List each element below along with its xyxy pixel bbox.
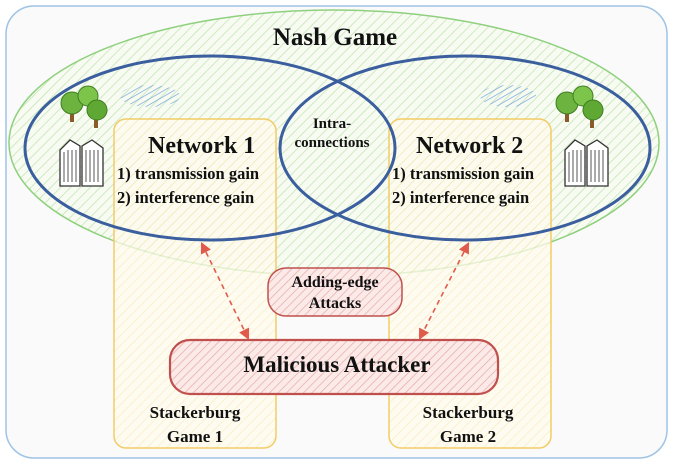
- intra-connections-label: Intra- connections: [282, 115, 382, 153]
- network-1-gain-1: 1) transmission gain: [117, 164, 260, 183]
- stackelberg-1-line-1: Stackerburg: [149, 403, 241, 422]
- adding-edge-box: [267, 267, 403, 317]
- building-icon: [59, 139, 104, 187]
- network-2-title: Network 2: [416, 133, 524, 159]
- adding-edge-line-2: Attacks: [308, 295, 362, 312]
- tree-icon: [60, 85, 108, 128]
- network-2-ellipse: [278, 54, 652, 242]
- building-icon: [564, 139, 609, 187]
- network-2-gain-1: 1) transmission gain: [392, 164, 535, 183]
- malicious-attacker-label: Malicious Attacker: [243, 352, 431, 377]
- adding-edge-label: Adding-edge Attacks: [270, 272, 400, 314]
- malicious-attacker-box: [168, 338, 500, 396]
- tree-icon: [555, 85, 604, 128]
- cloud-hatch-icon: [480, 85, 536, 107]
- cloud-hatch-icon: [120, 85, 180, 107]
- stackelberg-1-label: Stackerburg Game 1: [120, 401, 270, 449]
- network-1-gain-2: 2) interference gain: [117, 188, 255, 207]
- stackelberg-2-line-2: Game 2: [439, 427, 497, 446]
- network-1-ellipse: [23, 54, 397, 242]
- intra-line-1: Intra-: [312, 116, 352, 132]
- network-2-gain-2: 2) interference gain: [392, 188, 530, 207]
- stackelberg-1-line-2: Game 1: [166, 427, 224, 446]
- stackelberg-2-line-1: Stackerburg: [422, 403, 514, 422]
- stackelberg-2-label: Stackerburg Game 2: [393, 401, 543, 449]
- network-1-title: Network 1: [148, 133, 256, 159]
- adding-edge-line-1: Adding-edge: [291, 274, 379, 291]
- intra-line-2: connections: [294, 135, 370, 151]
- nash-game-title: Nash Game: [272, 24, 398, 51]
